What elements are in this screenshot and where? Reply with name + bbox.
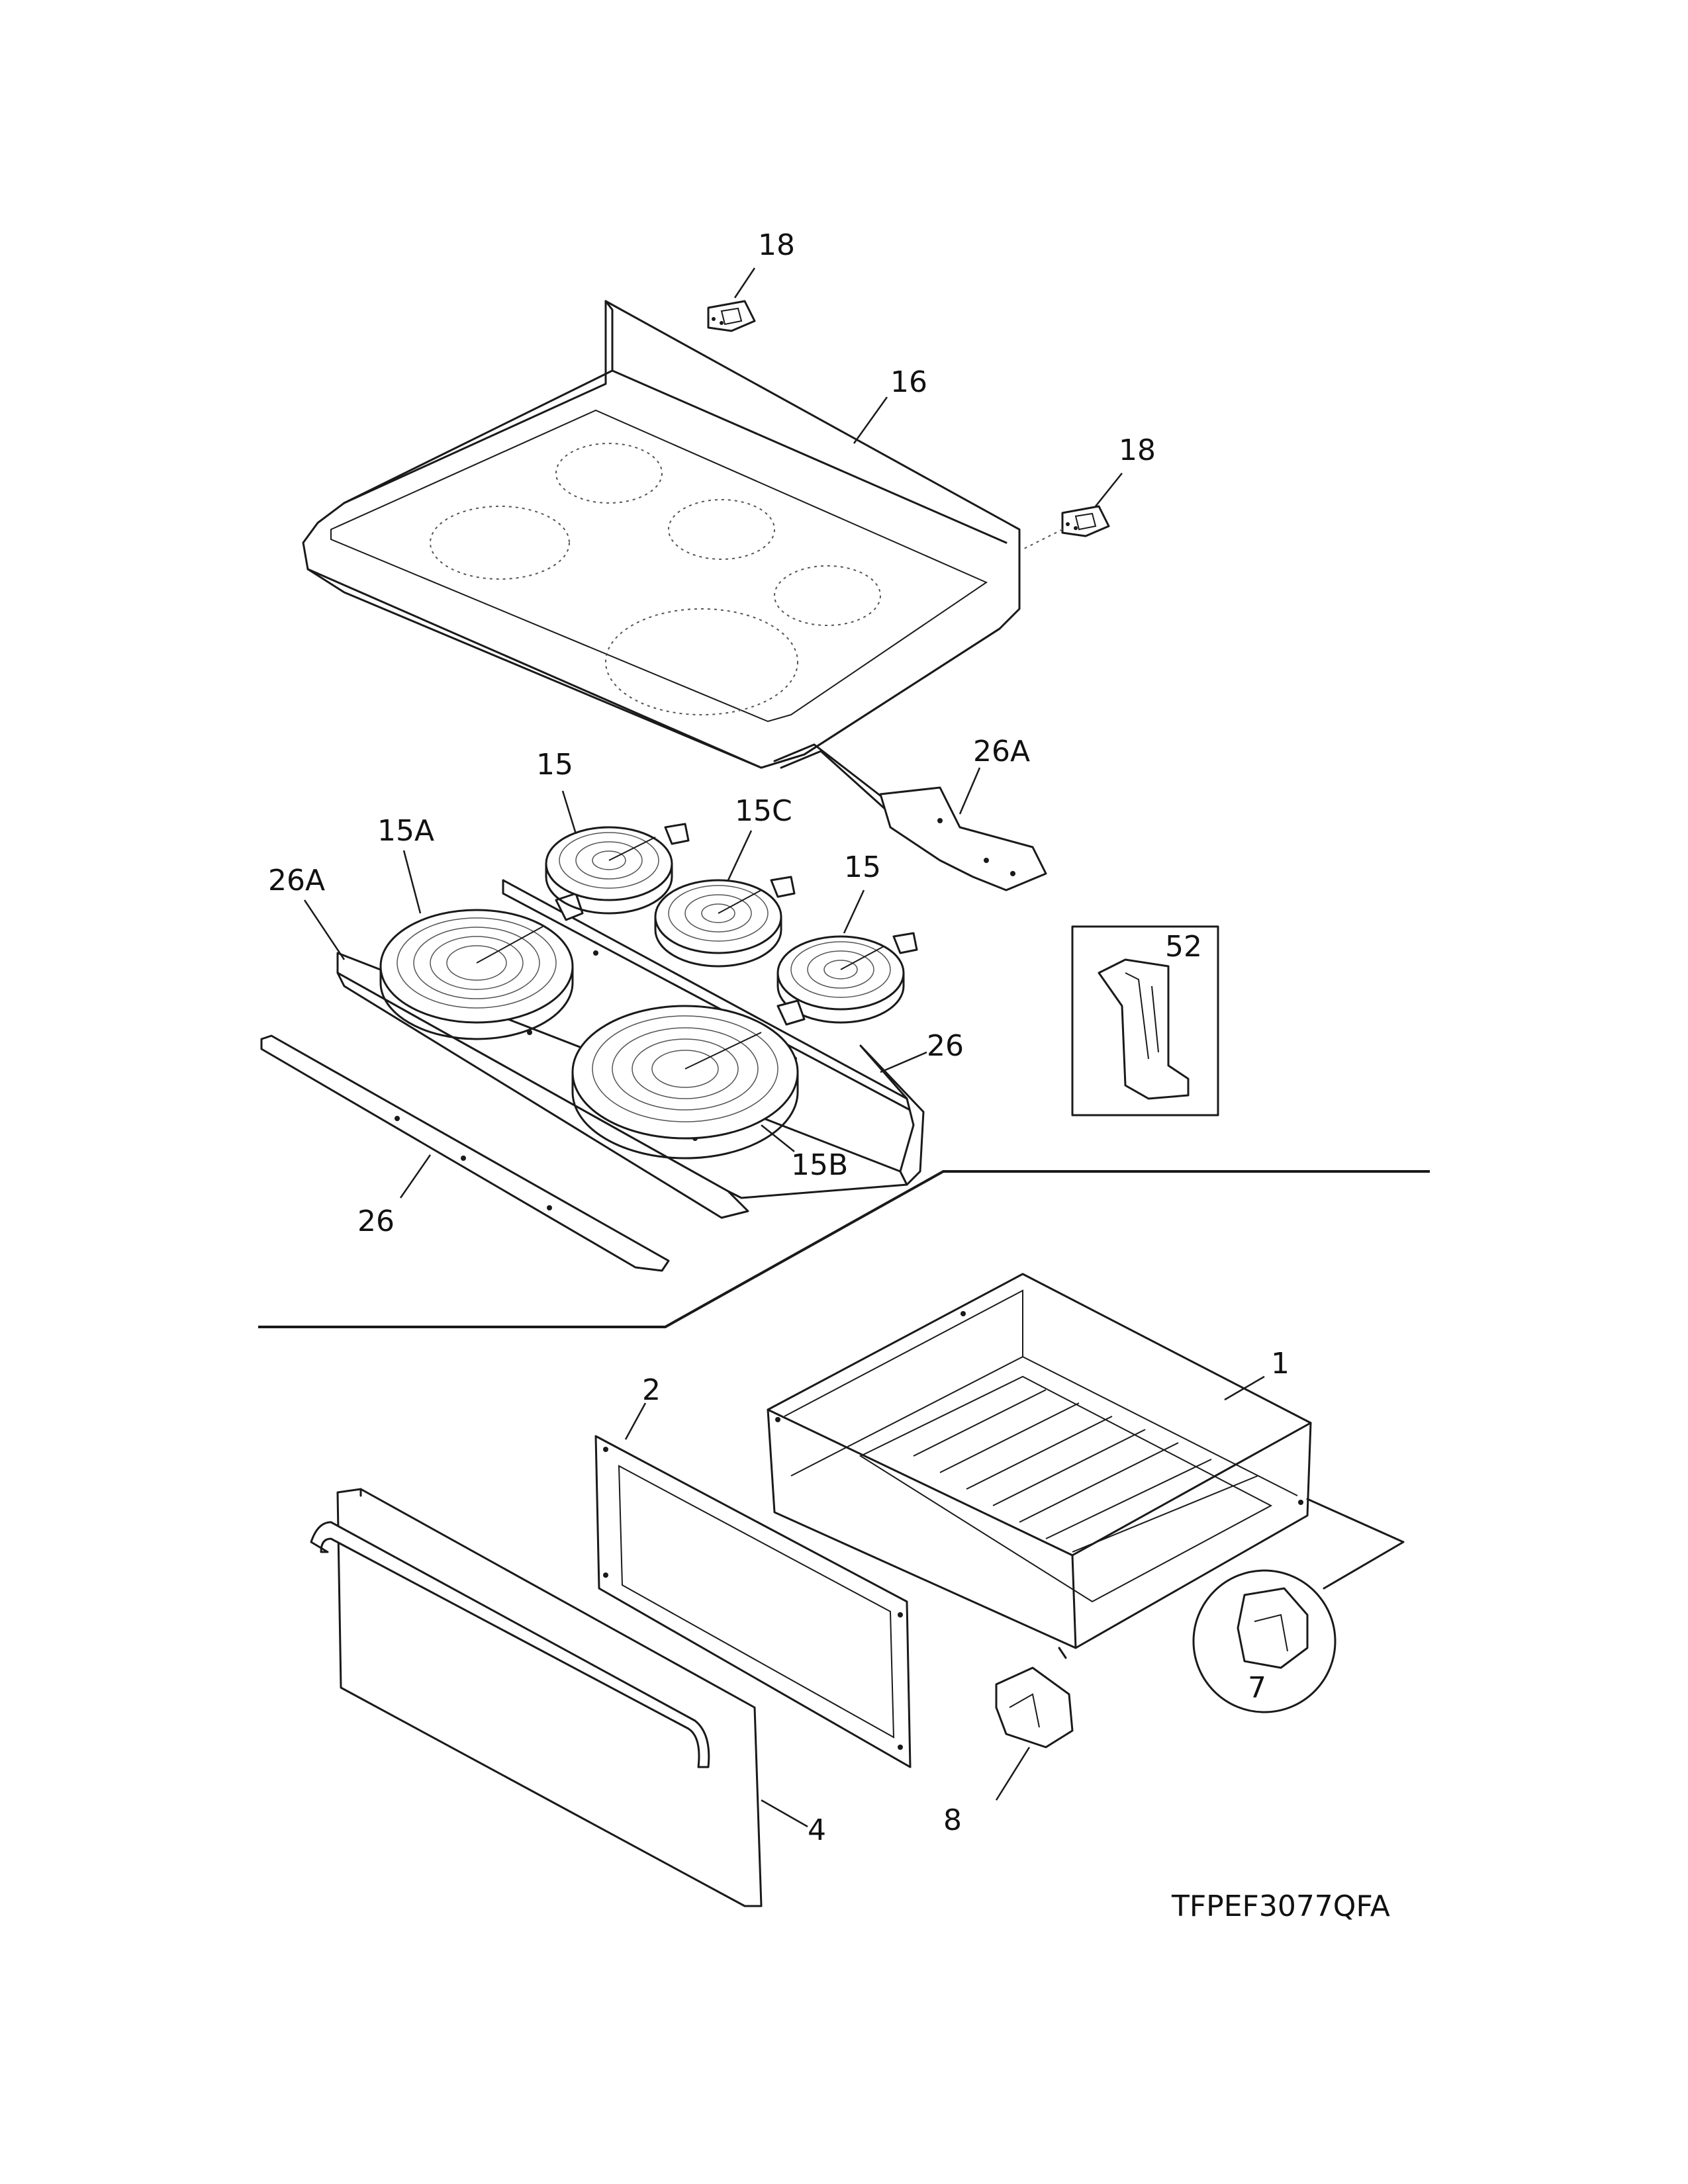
element-15-top [545,823,690,915]
clip-8 [995,1647,1074,1749]
element-15-right [776,932,918,1024]
inset-box-52 [1071,925,1219,1116]
drawer-front-4 [310,1488,763,1907]
front-rail-26 [260,1034,670,1272]
cooktop-glass-top [302,300,1021,769]
drawer-inner-panel-2 [594,1435,912,1768]
label-26-right: 26 [927,1029,964,1063]
label-4: 4 [808,1813,826,1847]
label-18-right: 18 [1119,433,1156,467]
label-18-top: 18 [758,228,795,262]
label-26a-harness: 26A [973,735,1030,768]
label-15-right: 15 [844,850,881,884]
label-8: 8 [943,1803,962,1837]
bracket-18-top [707,300,756,332]
drawer-body-1 [767,1273,1312,1649]
model-code: TFPEF3077QFA [1171,1889,1390,1923]
section-separator [258,1170,1430,1328]
label-15-top: 15 [536,748,573,782]
label-7: 7 [1248,1671,1266,1705]
element-15a [379,892,584,1040]
element-15b [571,999,806,1160]
bracket-18-right [1022,505,1110,550]
label-26-bottom: 26 [357,1205,395,1238]
label-15c: 15C [735,794,792,828]
label-2: 2 [642,1373,661,1407]
wire-harness-26a [773,743,1047,891]
element-15c [654,876,796,968]
label-16: 16 [890,365,927,399]
leader-lines [303,267,1265,1828]
label-15b: 15B [791,1148,848,1182]
label-1: 1 [1271,1347,1289,1381]
label-26a-left: 26A [268,864,325,897]
label-52: 52 [1165,930,1202,964]
inset-circle-7 [1192,1498,1405,1713]
label-15a: 15A [377,814,434,848]
